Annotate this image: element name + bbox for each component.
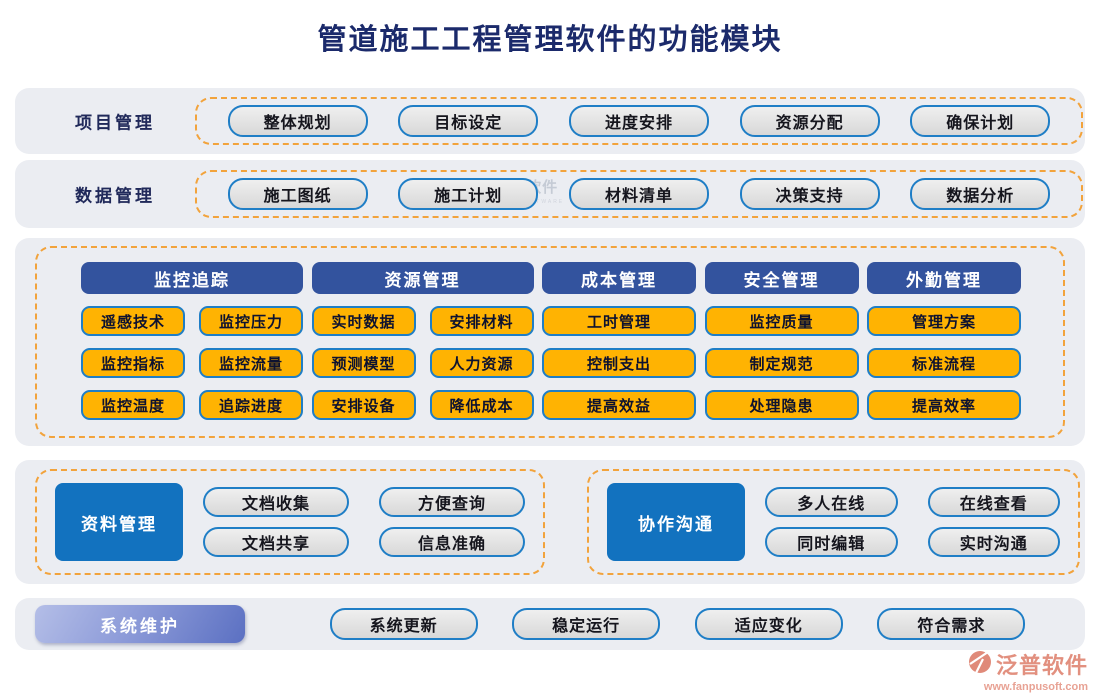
btn-cost-reduction[interactable]: 降低成本 <box>429 390 534 420</box>
btn-doc-collection[interactable]: 文档收集 <box>203 487 349 517</box>
project-buttons-group: 整体规划 目标设定 进度安排 资源分配 确保计划 <box>195 97 1083 145</box>
btn-online-viewing[interactable]: 在线查看 <box>927 487 1060 517</box>
btn-simultaneous-editing[interactable]: 同时编辑 <box>765 527 898 557</box>
header-cost-management: 成本管理 <box>542 262 696 294</box>
column-cost-management: 成本管理 工时管理 控制支出 提高效益 <box>542 262 696 436</box>
header-monitoring-tracking: 监控追踪 <box>81 262 303 294</box>
btn-overall-planning[interactable]: 整体规划 <box>227 105 368 137</box>
btn-goal-setting[interactable]: 目标设定 <box>398 105 539 137</box>
btn-construction-plan[interactable]: 施工计划 <box>398 178 539 210</box>
btn-standard-setting[interactable]: 制定规范 <box>704 348 859 378</box>
column-monitoring-tracking: 监控追踪 遥感技术 监控压力 监控指标 监控流量 监控温度 追踪进度 <box>81 262 303 436</box>
btn-construction-drawings[interactable]: 施工图纸 <box>227 178 368 210</box>
column-field-management: 外勤管理 管理方案 标准流程 提高效率 <box>867 262 1021 436</box>
btn-efficiency-improvement[interactable]: 提高效率 <box>867 390 1021 420</box>
btn-standard-process[interactable]: 标准流程 <box>867 348 1021 378</box>
btn-doc-sharing[interactable]: 文档共享 <box>203 527 349 557</box>
brand-name: 泛普软件 <box>995 653 1088 678</box>
btn-indicator-monitoring[interactable]: 监控指标 <box>81 348 185 378</box>
section-module-matrix: 监控追踪 遥感技术 监控压力 监控指标 监控流量 监控温度 追踪进度 资源管理 … <box>15 238 1085 446</box>
btn-adapt-to-change[interactable]: 适应变化 <box>694 608 843 640</box>
btn-prediction-model[interactable]: 预测模型 <box>311 348 416 378</box>
btn-material-list[interactable]: 材料清单 <box>568 178 709 210</box>
header-resource-management: 资源管理 <box>311 262 534 294</box>
data-buttons-group: 施工图纸 施工计划 材料清单 决策支持 数据分析 <box>195 170 1083 218</box>
btn-meet-requirements[interactable]: 符合需求 <box>877 608 1026 640</box>
btn-system-update[interactable]: 系统更新 <box>329 608 478 640</box>
btn-decision-support[interactable]: 决策支持 <box>739 178 880 210</box>
watermark-subtext: SOFTWARE <box>520 199 565 205</box>
btn-realtime-communication[interactable]: 实时沟通 <box>927 527 1060 557</box>
project-management-label: 项目管理 <box>75 113 155 133</box>
btn-material-arrangement[interactable]: 安排材料 <box>429 306 534 336</box>
column-safety-management: 安全管理 监控质量 制定规范 处理隐患 <box>704 262 859 436</box>
btn-hazard-handling[interactable]: 处理隐患 <box>704 390 859 420</box>
btn-temperature-monitoring[interactable]: 监控温度 <box>81 390 185 420</box>
btn-plan-assurance[interactable]: 确保计划 <box>910 105 1051 137</box>
fanpu-logo-icon <box>968 650 992 679</box>
btn-work-hours-management[interactable]: 工时管理 <box>542 306 696 336</box>
section-project-management: 项目管理 整体规划 目标设定 进度安排 资源分配 确保计划 <box>15 88 1085 154</box>
btn-equipment-arrangement[interactable]: 安排设备 <box>311 390 416 420</box>
btn-pressure-monitoring[interactable]: 监控压力 <box>199 306 303 336</box>
btn-multi-user-online[interactable]: 多人在线 <box>765 487 898 517</box>
column-resource-management: 资源管理 实时数据 安排材料 预测模型 人力资源 安排设备 降低成本 <box>311 262 534 436</box>
section-docs-collab: 资料管理 文档收集 方便查询 文档共享 信息准确 协作沟通 多人在线 在线查看 … <box>15 460 1085 584</box>
page-title: 管道施工工程管理软件的功能模块 <box>317 24 783 56</box>
btn-data-analysis[interactable]: 数据分析 <box>910 178 1051 210</box>
btn-easy-query[interactable]: 方便查询 <box>379 487 525 517</box>
header-field-management: 外勤管理 <box>867 262 1021 294</box>
btn-quality-monitoring[interactable]: 监控质量 <box>704 306 859 336</box>
system-maintenance-pill[interactable]: 系统维护 <box>35 605 245 643</box>
section-data-management: 软件 SOFTWARE 数据管理 施工图纸 施工计划 材料清单 决策支持 数据分… <box>15 160 1085 228</box>
collaboration-block: 协作沟通 <box>607 483 745 561</box>
btn-progress-tracking[interactable]: 追踪进度 <box>199 390 303 420</box>
document-management-block: 资料管理 <box>55 483 183 561</box>
collaboration-group: 协作沟通 多人在线 在线查看 同时编辑 实时沟通 <box>587 469 1080 575</box>
btn-realtime-data[interactable]: 实时数据 <box>311 306 416 336</box>
btn-benefit-improvement[interactable]: 提高效益 <box>542 390 696 420</box>
maintenance-buttons-group: 系统更新 稳定运行 适应变化 符合需求 <box>295 608 1060 640</box>
header-safety-management: 安全管理 <box>704 262 859 294</box>
btn-flow-monitoring[interactable]: 监控流量 <box>199 348 303 378</box>
btn-resource-allocation[interactable]: 资源分配 <box>739 105 880 137</box>
footer-brand: 泛普软件 www.fanpusoft.com <box>968 648 1088 693</box>
btn-management-plan[interactable]: 管理方案 <box>867 306 1021 336</box>
brand-url: www.fanpusoft.com <box>983 681 1088 693</box>
btn-stable-operation[interactable]: 稳定运行 <box>512 608 661 640</box>
btn-remote-sensing[interactable]: 遥感技术 <box>81 306 185 336</box>
btn-human-resources[interactable]: 人力资源 <box>429 348 534 378</box>
btn-info-accuracy[interactable]: 信息准确 <box>379 527 525 557</box>
document-management-group: 资料管理 文档收集 方便查询 文档共享 信息准确 <box>35 469 545 575</box>
section-system-maintenance: 系统维护 系统更新 稳定运行 适应变化 符合需求 <box>15 598 1085 650</box>
btn-expense-control[interactable]: 控制支出 <box>542 348 696 378</box>
btn-schedule-arrangement[interactable]: 进度安排 <box>568 105 709 137</box>
data-management-label: 数据管理 <box>75 186 155 206</box>
matrix-group: 监控追踪 遥感技术 监控压力 监控指标 监控流量 监控温度 追踪进度 资源管理 … <box>35 246 1065 438</box>
